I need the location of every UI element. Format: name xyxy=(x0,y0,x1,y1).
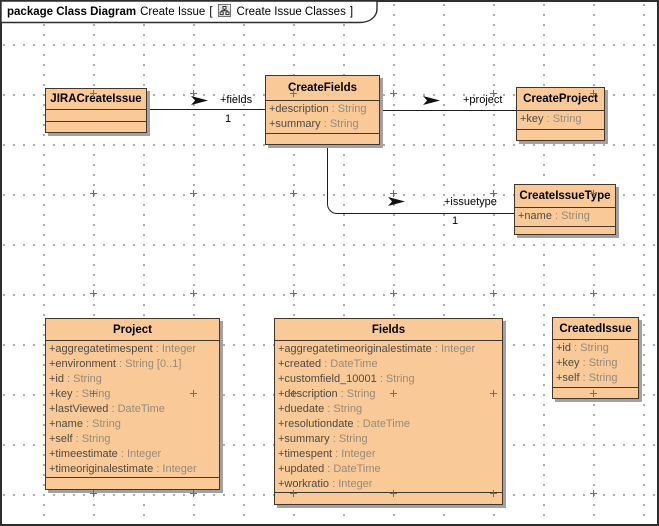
attributes-compartment: +name : String xyxy=(515,207,615,226)
class-attribute: +id : String xyxy=(556,342,609,354)
operations-compartment xyxy=(515,226,615,234)
class-title: Project xyxy=(113,323,152,336)
class-attribute: +id : String xyxy=(49,373,102,385)
class-title: CreateIssueType xyxy=(519,190,611,202)
class-attribute: +name : String xyxy=(49,418,121,430)
class-jiracreateissue[interactable]: JIRACreateIssue xyxy=(45,88,147,133)
class-title: CreateFields xyxy=(287,82,358,94)
class-attribute: +updated : DateTime xyxy=(278,463,381,475)
operations-compartment xyxy=(517,129,604,140)
class-attribute: +customfield_10001 : String xyxy=(278,373,415,385)
grid-cross xyxy=(90,290,97,297)
attributes-compartment: +aggregatetimeoriginalestimate : Integer… xyxy=(275,340,502,492)
multiplicity-label-fields[interactable]: 1 xyxy=(225,113,232,125)
class-diagram-icon xyxy=(217,3,232,20)
class-fields[interactable]: Fields +aggregatetimeoriginalestimate : … xyxy=(274,318,503,505)
class-attribute: +created : DateTime xyxy=(278,358,378,370)
association-line-project[interactable] xyxy=(380,110,516,111)
role-label-project[interactable]: +project xyxy=(463,94,503,106)
navigability-arrow-icon xyxy=(191,96,208,105)
class-attribute: +timeestimate : Integer xyxy=(49,448,162,460)
class-attribute: +timespent : Integer xyxy=(278,448,376,460)
role-label-issuetype[interactable]: +issuetype xyxy=(444,196,497,208)
class-attribute: +self : String xyxy=(556,372,618,384)
class-title: JIRACreateIssue xyxy=(50,93,142,105)
operations-compartment xyxy=(46,121,146,132)
class-attribute: +description : String xyxy=(278,388,376,400)
class-attribute: +key : String xyxy=(520,113,582,125)
diagram-name-label: Create Issue xyxy=(140,5,206,18)
class-attribute: +description : String xyxy=(269,103,367,115)
class-attribute: +summary : String xyxy=(278,433,368,445)
attributes-compartment xyxy=(46,109,146,121)
operations-compartment xyxy=(275,492,502,504)
attributes-compartment: +description : String +summary : String xyxy=(266,100,379,133)
grid-cross xyxy=(290,190,297,197)
attributes-compartment: +aggregatetimespent : Integer +environmen… xyxy=(46,340,219,477)
package-header-tab[interactable]: package Class Diagram Create Issue [ Cre… xyxy=(0,0,382,26)
class-title: CreateProject xyxy=(523,93,598,105)
operations-compartment xyxy=(266,133,379,144)
operations-compartment xyxy=(553,387,638,398)
tab-outline xyxy=(0,0,378,24)
multiplicity-label-issuetype[interactable]: 1 xyxy=(452,215,459,227)
association-line-issuetype[interactable] xyxy=(327,145,515,214)
bracket-open: [ xyxy=(209,5,213,18)
association-line-fields[interactable] xyxy=(143,109,265,110)
grid-cross xyxy=(190,90,197,97)
class-attribute: +workratio : Integer xyxy=(278,478,373,490)
class-project[interactable]: Project +aggregatetimespent : Integer +en… xyxy=(45,318,220,490)
grid-cross xyxy=(190,490,197,497)
class-createdissue[interactable]: CreatedIssue +id : String +key : String +s… xyxy=(552,317,639,399)
class-attribute: +summary : String xyxy=(269,118,359,130)
class-createproject[interactable]: CreateProject +key : String xyxy=(516,87,605,141)
grid-cross xyxy=(190,190,197,197)
class-attribute: +aggregatetimespent : Integer xyxy=(49,343,197,355)
grid-cross xyxy=(290,290,297,297)
grid-cross xyxy=(190,290,197,297)
class-attribute: +resolutiondate : DateTime xyxy=(278,418,410,430)
class-createfields[interactable]: CreateFields +description : String +summa… xyxy=(265,75,380,145)
class-attribute: +duedate : String xyxy=(278,403,363,415)
class-attribute: +lastViewed : DateTime xyxy=(49,403,165,415)
class-attribute: +name : String xyxy=(518,210,590,222)
attributes-compartment: +key : String xyxy=(517,110,604,129)
class-attribute: +self : String xyxy=(49,433,111,445)
navigability-arrow-icon xyxy=(388,197,405,206)
class-createissuetype[interactable]: CreateIssueType +name : String xyxy=(514,184,616,235)
diagram-context-label: Create Issue Classes xyxy=(236,5,346,18)
class-attribute: +timeoriginalestimate : Integer xyxy=(49,463,197,475)
class-attribute: +aggregatetimeoriginalestimate : Integer xyxy=(278,343,476,355)
bracket-close: ] xyxy=(349,5,354,18)
grid-cross xyxy=(90,490,97,497)
operations-compartment xyxy=(46,477,219,489)
grid-cross xyxy=(390,290,397,297)
grid-cross xyxy=(490,290,497,297)
grid-cross xyxy=(390,90,397,97)
class-title: CreatedIssue xyxy=(559,322,632,335)
role-label-fields[interactable]: +fields xyxy=(220,94,253,106)
grid-cross xyxy=(590,290,597,297)
grid-cross xyxy=(90,190,97,197)
class-attribute: +environment : String [0..1] xyxy=(49,358,182,370)
class-title: Fields xyxy=(371,323,406,336)
navigability-arrow-icon xyxy=(423,96,440,105)
grid-cross xyxy=(590,490,597,497)
attributes-compartment: +id : String +key : String +self : String xyxy=(553,339,638,387)
class-attribute: +key : String xyxy=(556,357,618,369)
class-attribute: +key : String xyxy=(49,388,111,400)
diagram-type-label: package Class Diagram xyxy=(7,5,137,18)
